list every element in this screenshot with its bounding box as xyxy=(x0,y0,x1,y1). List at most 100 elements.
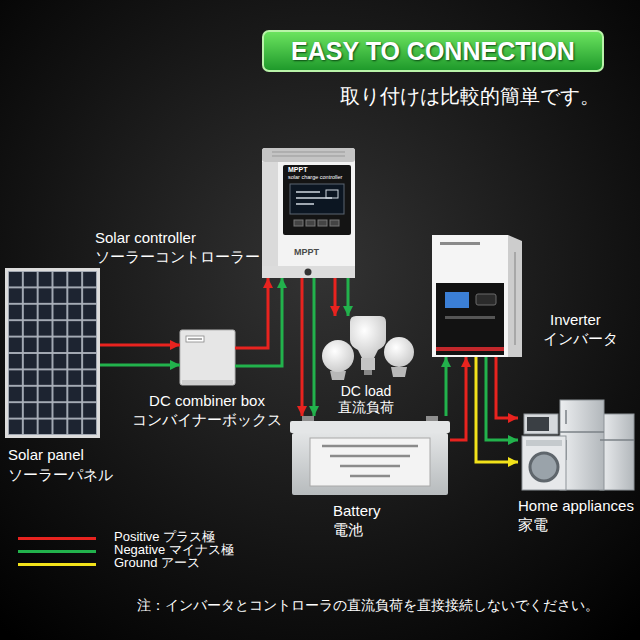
controller-art xyxy=(262,148,355,278)
wire-connector xyxy=(235,278,282,366)
controller-top xyxy=(262,148,355,162)
device-label: Inverter xyxy=(550,311,601,328)
button xyxy=(330,220,339,226)
bulb-tip xyxy=(364,370,372,375)
model-text: MPPT xyxy=(294,247,319,257)
appliances-art xyxy=(522,400,634,490)
bulb-globe xyxy=(384,337,414,367)
bulb-base xyxy=(330,371,346,380)
device-label: Solar panel xyxy=(8,446,84,463)
wire-connector xyxy=(100,344,180,347)
device-label: DC combiner box xyxy=(149,392,265,409)
device-label: 直流負荷 xyxy=(338,399,394,415)
wire-connector xyxy=(301,278,304,416)
solar-panel-art xyxy=(5,268,100,438)
led-bulb xyxy=(350,316,386,358)
device-label: ソーラーコントローラー xyxy=(95,248,260,265)
inverter-art xyxy=(432,235,522,357)
device-label: Home appliances xyxy=(518,497,634,514)
model-text: solar charge controller xyxy=(288,174,342,180)
panel-frame xyxy=(5,268,100,438)
panel-cells xyxy=(8,271,97,435)
lcd-icon xyxy=(326,190,338,198)
device-label: インバータ xyxy=(543,330,618,347)
controller-logo xyxy=(305,269,312,276)
combiner-box: DC combiner boxコンバイナーボックス xyxy=(180,330,235,385)
fridge-lines xyxy=(560,410,634,460)
device-label: Battery xyxy=(333,502,381,519)
legend-text: Ground アース xyxy=(114,556,200,571)
inverter-stripe xyxy=(440,242,480,245)
home-appliances: Home appliances家電 xyxy=(518,398,638,492)
inverter-body xyxy=(432,235,508,357)
wire-connector xyxy=(313,278,316,416)
wire-connector xyxy=(486,357,518,440)
washer-door xyxy=(530,453,558,481)
button xyxy=(306,220,315,226)
controller-front xyxy=(283,165,351,235)
legend-swatch xyxy=(18,550,96,553)
note-text: 注：インバータとコントローラの直流負荷を直接接続しないでください。 xyxy=(137,598,599,614)
battery-unit: Battery電池 xyxy=(290,416,450,495)
inverter-lcd xyxy=(445,292,469,308)
controller-body xyxy=(262,148,355,278)
charge-controller: Solar controllerソーラーコントローラー xyxy=(262,148,355,278)
vent-lines xyxy=(272,152,345,156)
combiner-sticker xyxy=(186,336,204,342)
wire-connector xyxy=(334,278,337,316)
device-label: Solar controller xyxy=(95,229,196,246)
wire-connector xyxy=(476,357,518,462)
device-label: コンバイナーボックス xyxy=(132,411,282,428)
legend-swatch xyxy=(18,537,96,540)
controller-base xyxy=(262,266,355,278)
dc-load: DC load直流負荷 xyxy=(318,316,413,382)
washer xyxy=(522,436,566,490)
controller-side xyxy=(262,162,278,268)
inverter-vent xyxy=(514,252,516,345)
wire-connector xyxy=(347,278,350,316)
device-label: DC load xyxy=(341,383,392,399)
wire-connector xyxy=(450,357,466,440)
microwave xyxy=(524,414,558,434)
combiner-base xyxy=(182,380,233,385)
wire-connector xyxy=(100,364,180,367)
battery-sticker xyxy=(310,438,430,486)
microwave-window xyxy=(527,417,549,431)
combiner-body xyxy=(180,330,235,385)
inverter-front xyxy=(436,283,504,355)
device-label: ソーラーパネル xyxy=(8,466,113,483)
button xyxy=(318,220,327,226)
battery-body xyxy=(292,433,448,495)
model-text: MPPT xyxy=(288,166,307,174)
washer-panel xyxy=(526,440,562,446)
battery-art xyxy=(290,416,450,495)
title-banner: EASY TO CONNECTION xyxy=(262,30,604,72)
inverter-unit: Inverterインバータ xyxy=(432,235,522,357)
bulb-base xyxy=(361,358,375,370)
bulb-base xyxy=(391,367,407,377)
solar-panel: Solar panelソーラーパネル xyxy=(5,268,100,438)
inverter-stripe xyxy=(445,316,495,319)
wire-connector xyxy=(496,357,518,418)
lcd-screen xyxy=(290,184,344,214)
inverter-red-strip xyxy=(436,347,504,351)
subtitle-text: 取り付けは比較的簡単です。 xyxy=(340,85,600,108)
inverter-side xyxy=(508,235,522,357)
device-label: 電池 xyxy=(333,521,363,538)
legend-swatch xyxy=(18,563,96,566)
fridge xyxy=(600,414,634,490)
combiner-art xyxy=(180,330,235,385)
sticker-lines xyxy=(322,446,418,476)
title-text: EASY TO CONNECTION xyxy=(291,37,575,66)
wire-connector xyxy=(445,357,448,416)
battery-lid xyxy=(290,421,450,433)
wire-connector xyxy=(235,278,268,348)
device-label: 家電 xyxy=(518,516,548,533)
button xyxy=(294,220,303,226)
bulbs-art xyxy=(322,316,414,380)
inverter-button xyxy=(476,294,496,305)
bulb-globe xyxy=(322,340,354,372)
